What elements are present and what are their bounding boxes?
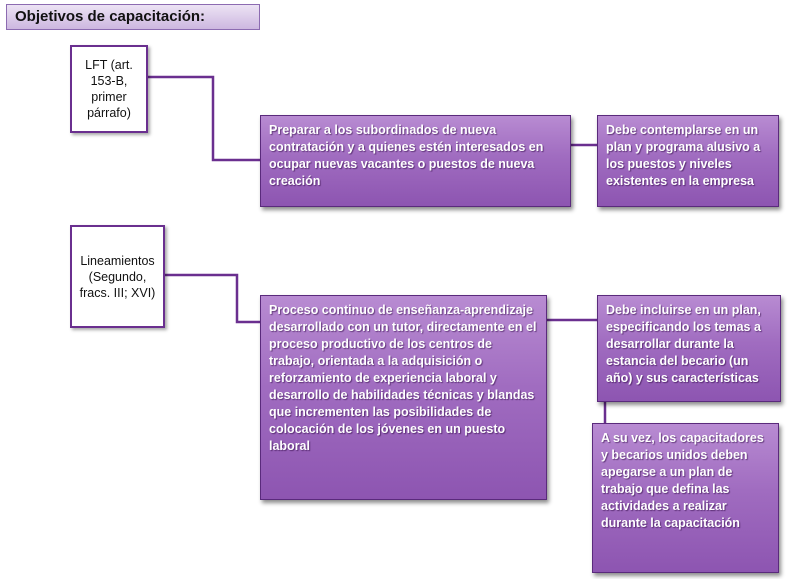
connector-lft-to-objective (148, 75, 260, 162)
objective-text-1: Preparar a los subordinados de nueva con… (269, 123, 544, 188)
objective-box-1: Preparar a los subordinados de nueva con… (260, 115, 571, 207)
source-label-lineamientos: Lineamientos (Segundo, fracs. III; XVI) (79, 253, 156, 300)
objective-text-2: Proceso continuo de enseñanza-aprendizaj… (269, 303, 537, 453)
connector-lineamientos-to-objective (165, 273, 260, 324)
requirement-box-1: Debe contemplarse en un plan y programa … (597, 115, 779, 207)
requirement-box-2: Debe incluirse en un plan, especificando… (597, 295, 781, 402)
source-label-lft: LFT (art. 153-B, primer párrafo) (85, 58, 133, 120)
note-text: A su vez, los capacitadores y becarios u… (601, 431, 764, 530)
requirement-text-1: Debe contemplarse en un plan y programa … (606, 123, 761, 188)
objective-box-2: Proceso continuo de enseñanza-aprendizaj… (260, 295, 547, 500)
source-box-lft: LFT (art. 153-B, primer párrafo) (70, 45, 148, 133)
source-box-lineamientos: Lineamientos (Segundo, fracs. III; XVI) (70, 225, 165, 328)
page-title: Objetivos de capacitación: (6, 4, 260, 30)
note-box: A su vez, los capacitadores y becarios u… (592, 423, 779, 573)
requirement-text-2: Debe incluirse en un plan, especificando… (606, 303, 761, 385)
